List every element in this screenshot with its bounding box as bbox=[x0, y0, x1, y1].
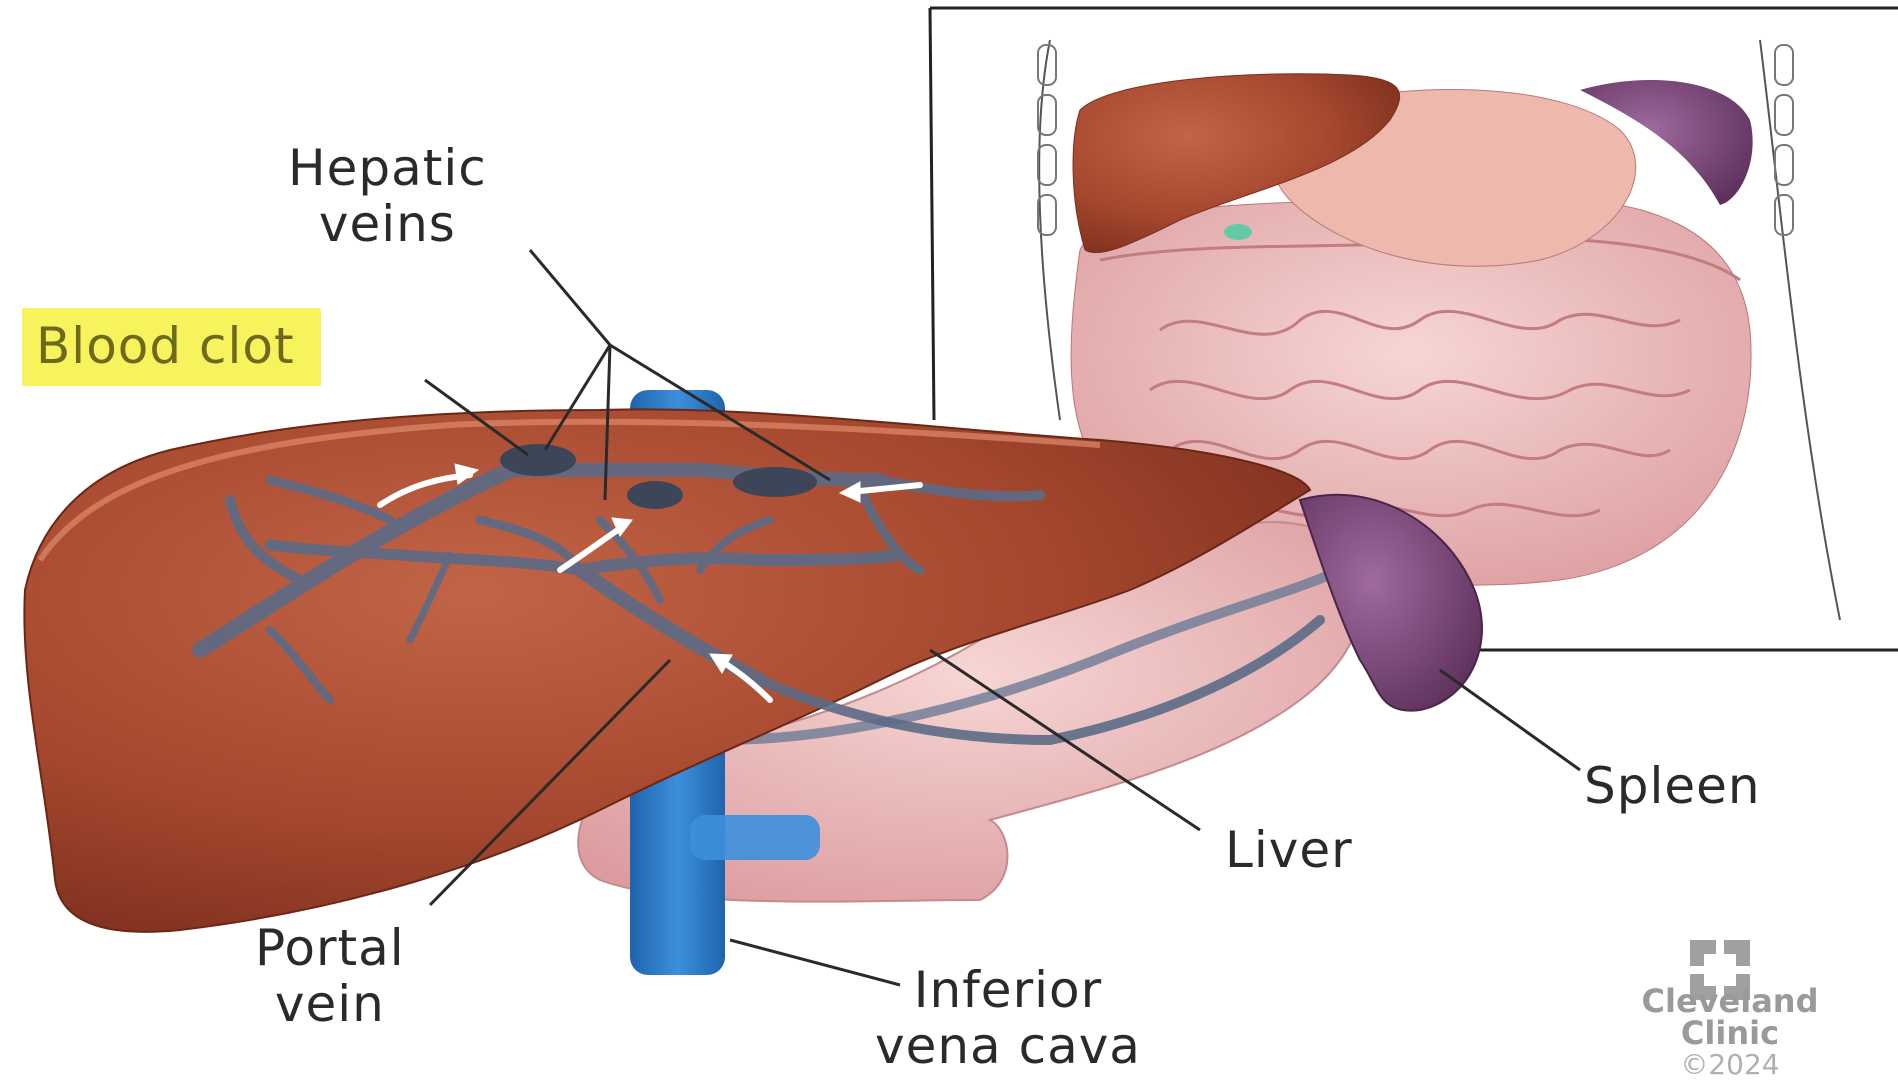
logo-text-line2: Clinic bbox=[1610, 1017, 1850, 1049]
label-portal-vein: Portal vein bbox=[255, 920, 405, 1032]
blood-clot-3 bbox=[733, 467, 817, 497]
leader-spleen bbox=[1440, 670, 1580, 770]
label-inferior-vena-cava: Inferior vena cava bbox=[875, 962, 1141, 1074]
label-ivc-line2: vena cava bbox=[875, 1018, 1141, 1074]
label-portal-vein-line1: Portal bbox=[255, 920, 405, 976]
logo-copyright: ©2024 bbox=[1610, 1049, 1850, 1081]
inset-gallbladder bbox=[1224, 224, 1252, 240]
label-ivc-line1: Inferior bbox=[875, 962, 1141, 1018]
inset-body-outline-right bbox=[1760, 40, 1840, 620]
cleveland-clinic-logo: Cleveland Clinic ©2024 bbox=[1610, 985, 1850, 1081]
blood-clot-1 bbox=[500, 444, 576, 476]
label-blood-clot: Blood clot bbox=[22, 308, 321, 386]
label-hepatic-veins: Hepatic veins bbox=[288, 140, 487, 252]
logo-text-line1: Cleveland bbox=[1610, 985, 1850, 1017]
ivc-branch bbox=[690, 815, 820, 860]
label-hepatic-veins-line2: veins bbox=[288, 196, 487, 252]
label-liver: Liver bbox=[1225, 822, 1353, 878]
label-portal-vein-line2: vein bbox=[255, 976, 405, 1032]
label-hepatic-veins-line1: Hepatic bbox=[288, 140, 487, 196]
label-spleen: Spleen bbox=[1584, 758, 1761, 814]
blood-clot-2 bbox=[627, 481, 683, 509]
